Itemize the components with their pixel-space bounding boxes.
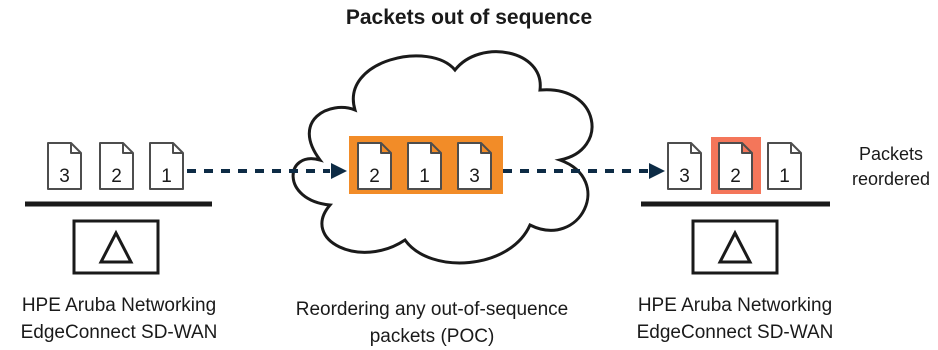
right-device-box — [691, 219, 779, 275]
right-device-label-line1: HPE Aruba Networking — [637, 295, 833, 316]
left-device-box — [72, 219, 160, 275]
packet-number: 3 — [59, 166, 70, 187]
triangle-icon — [717, 229, 753, 264]
packet-number: 2 — [111, 166, 122, 187]
packet-document-icon: 2 — [718, 142, 753, 190]
packet-number: 3 — [469, 166, 480, 187]
left-packets: 3 2 1 — [47, 142, 184, 190]
packet-number: 2 — [369, 166, 380, 187]
packet-document-icon: 2 — [357, 142, 392, 190]
diagram-title: Packets out of sequence — [345, 6, 593, 29]
left-device-label-line2: EdgeConnect SD-WAN — [20, 322, 218, 343]
packet-number: 1 — [419, 166, 430, 187]
packet-document-icon: 3 — [667, 142, 702, 190]
cloud-label: Reordering any out-of-sequence packets (… — [282, 296, 582, 350]
right-device-label: HPE Aruba Networking EdgeConnect SD-WAN — [616, 292, 854, 346]
reordered-note: Packets reordered — [846, 142, 936, 192]
left-device-label: HPE Aruba Networking EdgeConnect SD-WAN — [0, 292, 238, 346]
cloud-label-line2: packets (POC) — [369, 326, 495, 347]
right-packets: 3 2 1 — [667, 142, 802, 190]
packet-document-icon: 3 — [47, 142, 82, 190]
packet-document-icon: 1 — [149, 142, 184, 190]
triangle-icon — [98, 229, 134, 264]
packet-number: 1 — [779, 166, 790, 187]
right-device-label-line2: EdgeConnect SD-WAN — [636, 322, 834, 343]
packet-document-icon: 1 — [767, 142, 802, 190]
packet-document-icon: 2 — [99, 142, 134, 190]
arrowhead-icon — [331, 163, 347, 179]
arrowhead-icon — [649, 163, 665, 179]
cloud-packets: 2 1 3 — [357, 142, 492, 190]
reordered-note-line1: Packets — [858, 144, 924, 164]
packet-number: 1 — [161, 166, 172, 187]
packet-number: 2 — [730, 166, 741, 187]
packet-number: 3 — [679, 166, 690, 187]
reordered-note-line2: reordered — [851, 169, 931, 189]
packet-document-icon: 1 — [407, 142, 442, 190]
left-device-label-line1: HPE Aruba Networking — [21, 295, 217, 316]
cloud-label-line1: Reordering any out-of-sequence — [295, 299, 569, 320]
packet-document-icon: 3 — [457, 142, 492, 190]
